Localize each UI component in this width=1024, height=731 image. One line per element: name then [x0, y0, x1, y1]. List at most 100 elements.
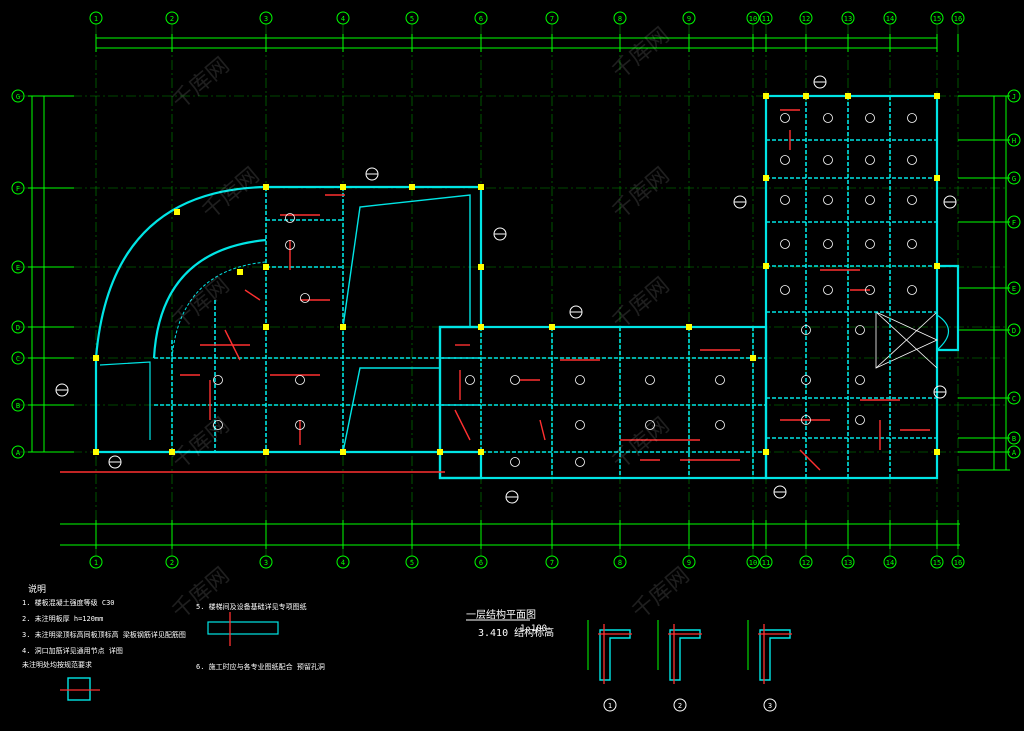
column-marker — [763, 263, 769, 269]
slab-label-circle — [907, 155, 917, 165]
grid-bubble — [89, 555, 103, 569]
section-detail-2 — [669, 629, 701, 681]
slab-label-circle — [465, 375, 475, 385]
slab-label-circle — [295, 375, 305, 385]
grid-bubble-label: H — [1012, 137, 1016, 145]
slab-label-circle — [865, 285, 875, 295]
rebar-mark — [224, 329, 241, 361]
grid-bubble-right — [1007, 431, 1021, 445]
grid-bubble — [336, 11, 350, 25]
note-4: 4. 洞口加筋详见通用节点 详图 — [22, 646, 123, 656]
grid-bubble-label: 10 — [749, 559, 757, 567]
wall-bump-right — [937, 264, 960, 352]
watermark-text: 千库网 — [168, 413, 235, 475]
grid-bubble — [336, 555, 350, 569]
watermark-text: 千库网 — [168, 53, 235, 115]
slab-label-circle — [780, 195, 790, 205]
section-detail-3 — [759, 629, 791, 681]
grid-bubble — [259, 555, 273, 569]
column-marker — [169, 449, 175, 455]
grid-bubble-label: 3 — [264, 559, 268, 567]
note-detail-box — [67, 677, 91, 701]
grid-bubble-right — [1007, 391, 1021, 405]
watermark-text: 千库网 — [198, 163, 265, 225]
section-mark-label: 2 — [678, 702, 682, 710]
rebar-mark — [454, 409, 471, 441]
column-marker — [549, 324, 555, 330]
grid-bubble — [682, 11, 696, 25]
slab-label-circle — [801, 415, 811, 425]
grid-bubble-label: 10 — [749, 15, 757, 23]
grid-bubble — [951, 11, 965, 25]
grid-bubble-label: A — [16, 449, 21, 457]
column-marker — [93, 355, 99, 361]
grid-bubble-label: 15 — [933, 559, 941, 567]
rebar-mark — [244, 289, 261, 301]
note-6-text: 5. 楼梯间及设备基础详见专项图纸 — [196, 603, 307, 611]
grid-bubble — [746, 11, 760, 25]
slab-label-circle — [907, 285, 917, 295]
grid-bubble-label: A — [1012, 449, 1017, 457]
note-detail-beam — [207, 621, 279, 635]
slab-label-circle — [285, 240, 295, 250]
plan-title-text: 一层结构平面图 — [466, 610, 536, 621]
note-3: 3. 未注明梁顶标高同板顶标高 梁板钢筋详见配筋图 — [22, 630, 186, 640]
slab-label-circle — [715, 420, 725, 430]
grid-bubble — [930, 11, 944, 25]
column-marker — [263, 264, 269, 270]
grid-bubble-label: 16 — [954, 559, 962, 567]
grid-bubble-label: 12 — [802, 559, 810, 567]
grid-bubble-label: B — [1012, 435, 1016, 443]
grid-bubble-right — [1007, 215, 1021, 229]
grid-bubble — [474, 555, 488, 569]
slab-label-circle — [865, 239, 875, 249]
notes-heading-text: 说明 — [28, 585, 47, 595]
grid-bubble-right — [1007, 171, 1021, 185]
wall-ramp-shape — [342, 194, 471, 328]
column-marker — [263, 184, 269, 190]
grid-bubble-left — [11, 398, 25, 412]
plan-scale-caption: 3.410 结构标高 — [478, 624, 554, 639]
grid-bubble — [474, 11, 488, 25]
column-marker — [478, 449, 484, 455]
column-marker — [763, 449, 769, 455]
slab-label-circle — [907, 195, 917, 205]
watermark-text: 千库网 — [608, 163, 675, 225]
grid-bubble-label: F — [1012, 219, 1016, 227]
grid-bubble — [759, 11, 773, 25]
slab-label-circle — [907, 113, 917, 123]
column-marker — [340, 324, 346, 330]
note-2-text: 2. 未注明板厚 h=120mm — [22, 615, 104, 623]
section-detail-1 — [599, 629, 631, 681]
slab-label-circle — [823, 113, 833, 123]
column-marker — [263, 324, 269, 330]
slab-label-circle — [575, 457, 585, 467]
grid-bubble-label: 15 — [933, 15, 941, 23]
column-marker — [934, 263, 940, 269]
note-5: 未注明处均按规范要求 — [22, 660, 92, 670]
diamond-feature — [875, 311, 938, 369]
grid-bubble-label: 13 — [844, 15, 852, 23]
section-mark-circle — [763, 698, 777, 712]
grid-bubble-left — [11, 320, 25, 334]
slab-label-circle — [213, 420, 223, 430]
slab-label-circle — [865, 155, 875, 165]
grid-bubble — [759, 555, 773, 569]
grid-bubble-label: E — [16, 264, 20, 272]
column-marker — [478, 324, 484, 330]
grid-bubble-label: 9 — [687, 15, 691, 23]
grid-bubble — [613, 555, 627, 569]
diamond-diag-2 — [875, 311, 938, 369]
notes-heading: 说明 — [28, 582, 46, 595]
drawing-scale-text: 1:100 — [520, 624, 548, 634]
wall-outline-right — [764, 94, 939, 480]
grid-bubble-label: 7 — [550, 559, 554, 567]
grid-bubble-left — [11, 260, 25, 274]
grid-bubble — [613, 11, 627, 25]
column-marker — [237, 269, 243, 275]
grid-bubble-label: 13 — [844, 559, 852, 567]
slab-label-circle — [645, 420, 655, 430]
grid-bubble-right — [1007, 133, 1021, 147]
